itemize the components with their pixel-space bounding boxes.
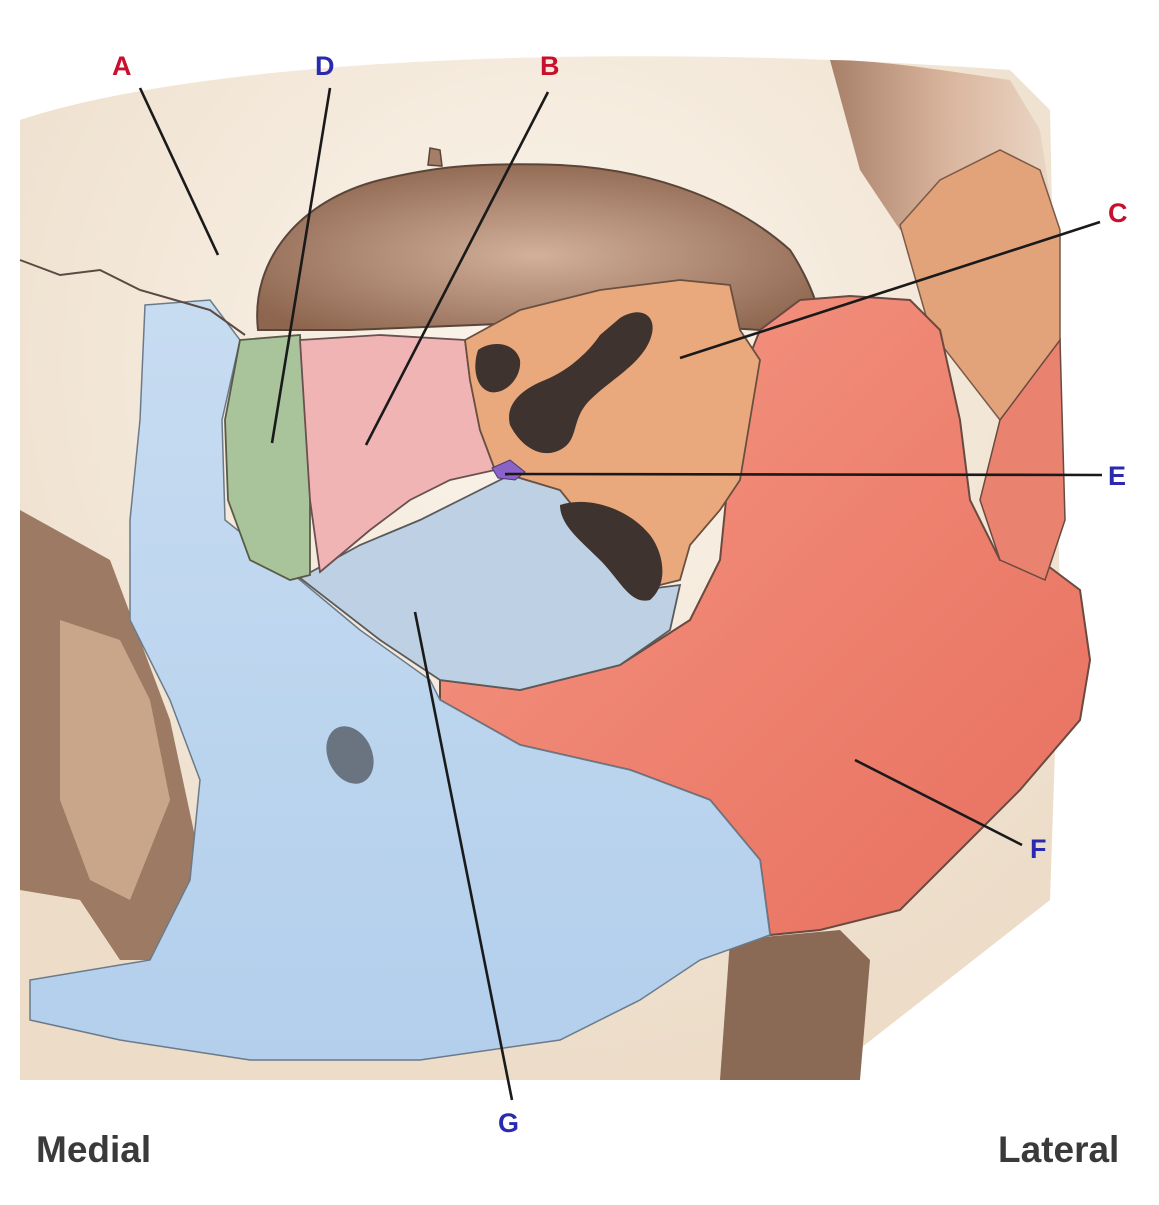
orientation-medial: Medial xyxy=(36,1129,151,1170)
label-A: A xyxy=(112,51,132,81)
inferior-orbital-fissure xyxy=(560,501,663,601)
label-F: F xyxy=(1030,834,1047,864)
leader-line-B xyxy=(364,91,550,446)
superior-orbital-fissure xyxy=(509,312,653,454)
leader-line-D xyxy=(270,87,332,444)
label-C: C xyxy=(1108,198,1128,228)
leader-line-F xyxy=(854,758,1023,847)
label-B: B xyxy=(540,51,560,81)
leader-line-E xyxy=(504,472,1103,477)
infraorbital-foramen xyxy=(326,726,374,784)
nasal-cavity-highlight xyxy=(60,620,170,900)
label-D: D xyxy=(315,51,335,81)
label-G: G xyxy=(498,1108,519,1138)
leader-line-C xyxy=(679,220,1101,360)
zygomatic-lateral-process xyxy=(979,337,1066,582)
lower-lateral-bone xyxy=(720,930,870,1080)
orientation-lateral: Lateral xyxy=(998,1129,1119,1170)
leader-line-A xyxy=(138,87,220,256)
roof-spine xyxy=(427,147,443,167)
optic-canal xyxy=(475,344,521,393)
sphenoid-lateral xyxy=(899,149,1061,421)
leader-line-G xyxy=(413,611,514,1101)
label-E: E xyxy=(1108,461,1126,491)
frontonasal-suture xyxy=(19,259,246,336)
